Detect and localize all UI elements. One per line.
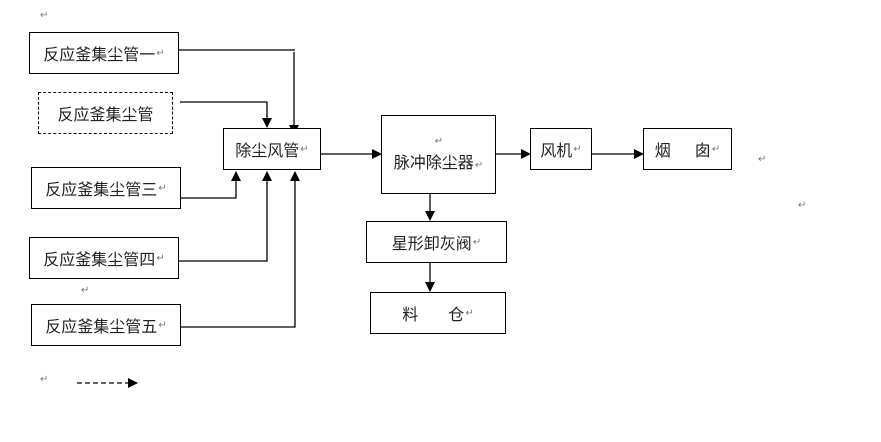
node-pipe5: 反应釜集尘管五↵ <box>31 304 181 346</box>
paragraph-mark: ↵ <box>474 160 484 171</box>
paragraph-mark: ↵ <box>573 143 582 155</box>
node-pipe2: 反应釜集尘管 <box>38 92 173 134</box>
paragraph-mark: ↵ <box>158 319 167 331</box>
node-silo: 料 仓↵ <box>370 292 506 334</box>
node-duct: 除尘风管↵ <box>223 128 321 170</box>
paragraph-mark: ↵ <box>465 307 474 319</box>
node-collector-label: 脉冲除尘器 <box>393 153 474 172</box>
edge-pipe5-duct <box>181 171 300 328</box>
node-collector: ↵ 脉冲除尘器↵ <box>381 115 496 194</box>
node-silo-label-b: 仓 <box>448 305 465 324</box>
paragraph-mark: ↵ <box>300 143 309 155</box>
paragraph-mark: ↵ <box>156 47 165 59</box>
paragraph-mark: ↵ <box>156 252 165 264</box>
node-valve: 星形卸灰阀↵ <box>366 221 507 263</box>
paragraph-mark: ↵ <box>40 374 49 385</box>
edge-pipe3-duct <box>180 171 241 199</box>
node-chimney-label-b: 囱 <box>694 141 711 160</box>
node-fan: 风机↵ <box>530 128 592 170</box>
node-valve-label: 星形卸灰阀 <box>391 234 472 253</box>
node-silo-label-a: 料 <box>402 305 419 324</box>
paragraph-mark: ↵ <box>434 136 444 147</box>
paragraph-mark: ↵ <box>472 236 482 248</box>
node-pipe2-label: 反应釜集尘管 <box>57 105 154 124</box>
node-chimney: 烟 囱↵ <box>643 128 732 170</box>
node-pipe1-label: 反应釜集尘管一 <box>43 45 156 64</box>
paragraph-mark: ↵ <box>798 200 807 211</box>
node-pipe4-label: 反应釜集尘管四 <box>43 250 156 269</box>
edge-pipe2-duct <box>180 101 272 128</box>
node-duct-label: 除尘风管 <box>235 141 300 160</box>
node-fan-label: 风机 <box>540 141 573 160</box>
paragraph-mark: ↵ <box>158 182 167 194</box>
edge-pipe4-duct <box>178 171 272 262</box>
paragraph-mark: ↵ <box>40 10 49 21</box>
node-pipe3-label: 反应釜集尘管三 <box>45 180 158 199</box>
node-pipe3: 反应釜集尘管三↵ <box>31 167 181 209</box>
paragraph-mark: ↵ <box>758 154 767 165</box>
paragraph-mark: ↵ <box>81 285 90 296</box>
node-pipe4: 反应釜集尘管四↵ <box>29 237 179 279</box>
paragraph-mark: ↵ <box>711 143 721 155</box>
node-chimney-label-a: 烟 <box>654 141 671 160</box>
node-pipe1: 反应釜集尘管一↵ <box>29 32 179 74</box>
node-pipe5-label: 反应釜集尘管五 <box>45 317 158 336</box>
